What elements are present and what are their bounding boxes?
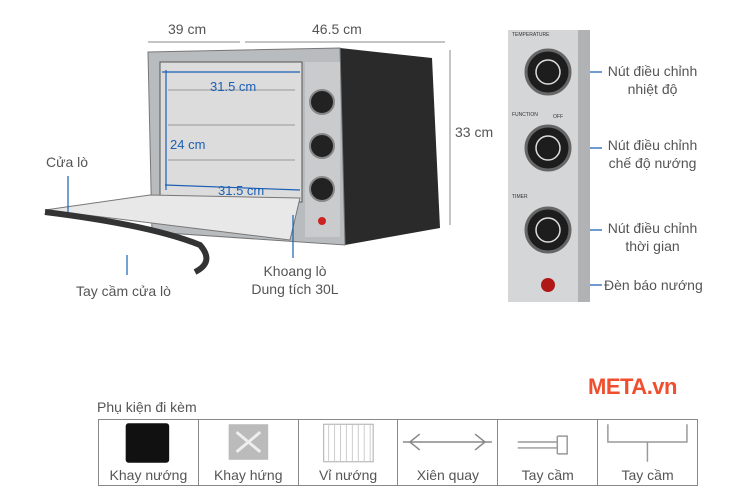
spit-handle-icon <box>607 424 688 462</box>
chamber-label-line1: Khoang lò <box>263 263 327 279</box>
inner-height-label: 24 cm <box>170 137 206 152</box>
chamber-label-line2: Dung tích 30L <box>251 281 339 297</box>
oven-door <box>44 194 301 241</box>
oven-side-panel <box>340 48 440 245</box>
accessory-baking-tray: Khay nướng <box>99 420 199 485</box>
depth-label: 39 cm <box>168 21 207 37</box>
inner-width-top-label: 31.5 cm <box>210 79 257 94</box>
accessory-label: Xiên quay <box>416 467 480 483</box>
accessories-title: Phụ kiện đi kèm <box>97 399 197 415</box>
brand-logo: META.vn <box>588 374 677 399</box>
wire-rack-icon <box>322 423 374 463</box>
panel-temperature-text: TEMPERATURE <box>512 32 550 38</box>
width-label: 46.5 cm <box>312 21 362 37</box>
panel-timer-text: TIMER <box>512 194 528 200</box>
label-line: nhiệt độ <box>627 81 678 97</box>
timer-knob <box>524 206 572 254</box>
indicator-light-label: Đèn báo nướng <box>604 277 703 293</box>
temperature-knob-label: Nút điều chỉnh nhiệt độ <box>600 62 705 98</box>
accessory-label: Tay cầm <box>621 467 674 483</box>
accessory-wire-rack: Vỉ nướng <box>299 420 399 485</box>
timer-knob-label: Nút điều chỉnh thời gian <box>600 219 705 255</box>
temperature-knob <box>524 48 572 96</box>
label-line: Nút điều chỉnh <box>607 63 698 79</box>
accessory-drip-tray: Khay hứng <box>199 420 299 485</box>
accessory-rotisserie-spit: Xiên quay <box>398 420 499 485</box>
indicator-light <box>541 278 555 292</box>
function-knob-label: Nút điều chỉnh chế độ nướng <box>600 136 705 172</box>
panel-function-text: FUNCTION <box>512 112 538 118</box>
accessory-handle-2: Tay cầm <box>598 420 697 485</box>
accessory-label: Khay nướng <box>109 467 188 483</box>
label-line: chế độ nướng <box>608 155 697 171</box>
accessory-label: Khay hứng <box>213 467 283 483</box>
baking-tray-icon <box>125 423 170 463</box>
door-handle-label: Tay cầm cửa lò <box>76 283 171 299</box>
oven-chamber <box>159 61 303 203</box>
inner-width-bottom-label: 31.5 cm <box>218 183 265 198</box>
door-handle <box>44 209 210 275</box>
chamber-label: Khoang lò Dung tích 30L <box>240 262 350 298</box>
label-line: Nút điều chỉnh <box>607 220 698 236</box>
height-label: 33 cm <box>455 124 494 140</box>
drip-tray-icon <box>228 424 269 460</box>
rotisserie-spit-icon <box>403 433 493 451</box>
label-line: Nút điều chỉnh <box>607 137 698 153</box>
panel-off-text: OFF <box>553 114 563 120</box>
accessory-label: Tay cầm <box>521 467 574 483</box>
function-knob <box>524 124 572 172</box>
accessory-label: Vỉ nướng <box>318 467 378 483</box>
accessories-table: Khay nướng Khay hứng Vỉ nướng Xiên quay … <box>98 419 698 486</box>
door-label: Cửa lò <box>46 154 89 170</box>
tray-handle-icon <box>518 435 569 455</box>
label-line: thời gian <box>625 238 680 254</box>
accessory-handle-1: Tay cầm <box>498 420 599 485</box>
